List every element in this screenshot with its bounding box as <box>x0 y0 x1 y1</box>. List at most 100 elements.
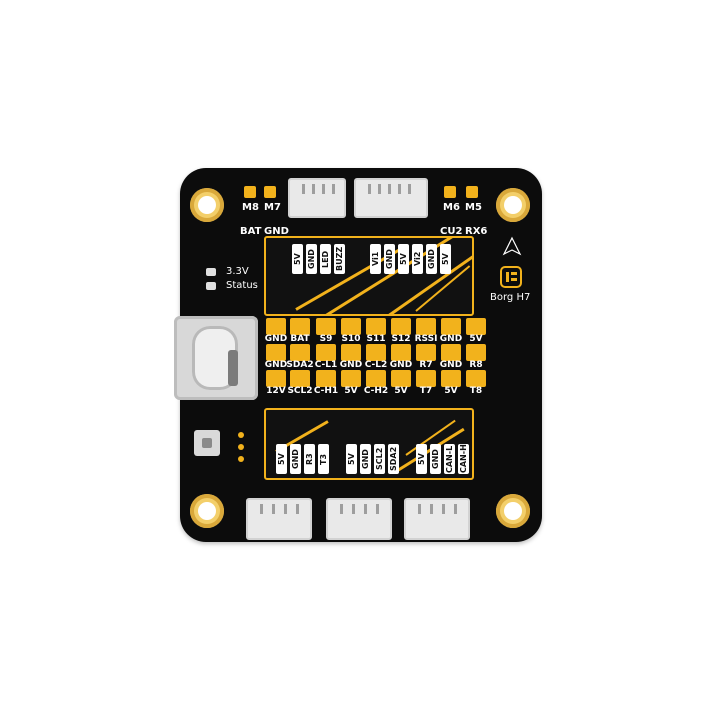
solder-pad-label: 5V <box>344 386 358 396</box>
solder-pad-label: SCL2 <box>287 386 313 396</box>
solder-pad <box>316 370 336 387</box>
solder-pad <box>441 344 461 361</box>
vertical-pad-label: GND <box>306 244 317 274</box>
solder-pad-label: GND <box>264 360 288 370</box>
label-gnd: GND <box>264 226 289 237</box>
mount-hole-top-left <box>190 188 224 222</box>
bottom-connector-mid <box>326 498 392 540</box>
solder-pad <box>290 344 310 361</box>
vertical-pad-label: SDA2 <box>388 444 399 474</box>
solder-pad <box>441 318 461 335</box>
solder-pad-label: C-L1 <box>314 360 338 370</box>
solder-pad-label: 5V <box>469 334 483 344</box>
solder-pad <box>366 370 386 387</box>
solder-pad-label: GND <box>389 360 413 370</box>
solder-pad <box>341 318 361 335</box>
solder-pad-label: C-H2 <box>363 386 389 396</box>
solder-pad-label: C-L2 <box>364 360 388 370</box>
via-2 <box>238 444 244 450</box>
solder-pad-label: T7 <box>419 386 433 396</box>
solder-pad <box>266 318 286 335</box>
solder-pad-label: GND <box>439 360 463 370</box>
solder-pad-label: 5V <box>444 386 458 396</box>
vertical-pad-label: 5V <box>346 444 357 474</box>
vertical-pad-label: CAN-H <box>458 444 469 474</box>
led-status <box>206 282 216 290</box>
vertical-pad-label: R3 <box>304 444 315 474</box>
solder-pad-label: R8 <box>469 360 483 370</box>
solder-pad <box>466 318 486 335</box>
solder-pad <box>466 344 486 361</box>
vertical-pad-label: GND <box>360 444 371 474</box>
boot-button[interactable] <box>194 430 220 456</box>
solder-pad-label: S11 <box>366 334 386 344</box>
label-3v3: 3.3V <box>226 266 249 277</box>
label-status: Status <box>226 280 258 291</box>
solder-pad-label: S10 <box>341 334 361 344</box>
solder-pad <box>266 344 286 361</box>
vertical-pad-label: GND <box>384 244 395 274</box>
mount-hole-bottom-right <box>496 494 530 528</box>
vertical-pad-label: CAN-L <box>444 444 455 474</box>
solder-pad-label: T8 <box>469 386 483 396</box>
solder-pad-label: GND <box>264 334 288 344</box>
mount-hole-top-right <box>496 188 530 222</box>
pad-m8 <box>244 186 256 198</box>
vertical-pad-label: Vi2 <box>412 244 423 274</box>
solder-pad <box>290 370 310 387</box>
solder-pad <box>416 318 436 335</box>
vertical-pad-label: 5V <box>276 444 287 474</box>
solder-pad <box>290 318 310 335</box>
vertical-pad-label: 5V <box>398 244 409 274</box>
label-m7: M7 <box>264 202 281 213</box>
vertical-pad-label: 5V <box>292 244 303 274</box>
solder-pad-label: SDA2 <box>286 360 314 370</box>
solder-pad-label: RSSI <box>414 334 438 344</box>
solder-pad <box>391 370 411 387</box>
top-connector-left <box>288 178 346 218</box>
solder-pad-label: S9 <box>319 334 333 344</box>
vertical-pad-label: LED <box>320 244 331 274</box>
via-1 <box>238 432 244 438</box>
solder-pad-label: 5V <box>394 386 408 396</box>
solder-pad <box>391 318 411 335</box>
solder-pad-label: S12 <box>391 334 411 344</box>
pad-m7 <box>264 186 276 198</box>
label-rx6: RX6 <box>465 226 488 237</box>
solder-pad-label: BAT <box>290 334 310 344</box>
solder-pad <box>316 318 336 335</box>
brand-logo-icon <box>500 266 522 288</box>
vertical-pad-label: 5V <box>440 244 451 274</box>
vertical-pad-label: Vi1 <box>370 244 381 274</box>
solder-pad-label: C-H1 <box>313 386 339 396</box>
bottom-connector-left <box>246 498 312 540</box>
solder-pad <box>316 344 336 361</box>
solder-pad <box>416 370 436 387</box>
label-bat: BAT <box>240 226 262 237</box>
mount-hole-bottom-left <box>190 494 224 528</box>
label-m8: M8 <box>242 202 259 213</box>
solder-pad <box>366 344 386 361</box>
led-3v3 <box>206 268 216 276</box>
vertical-pad-label: GND <box>290 444 301 474</box>
label-m5: M5 <box>465 202 482 213</box>
bottom-connector-right <box>404 498 470 540</box>
vertical-pad-label: T3 <box>318 444 329 474</box>
solder-pad <box>441 370 461 387</box>
board-name: Borg H7 <box>490 292 531 303</box>
solder-pad <box>391 344 411 361</box>
top-connector-right <box>354 178 428 218</box>
vertical-pad-label: SCL2 <box>374 444 385 474</box>
vertical-pad-label: GND <box>426 244 437 274</box>
solder-pad <box>341 370 361 387</box>
solder-pad-label: GND <box>339 360 363 370</box>
arrow-icon <box>502 236 522 256</box>
solder-pad-label: R7 <box>419 360 433 370</box>
solder-pad <box>416 344 436 361</box>
label-cu2: CU2 <box>440 226 463 237</box>
via-3 <box>238 456 244 462</box>
solder-pad <box>266 370 286 387</box>
pad-m5 <box>466 186 478 198</box>
pad-m6 <box>444 186 456 198</box>
vertical-pad-label: GND <box>430 444 441 474</box>
